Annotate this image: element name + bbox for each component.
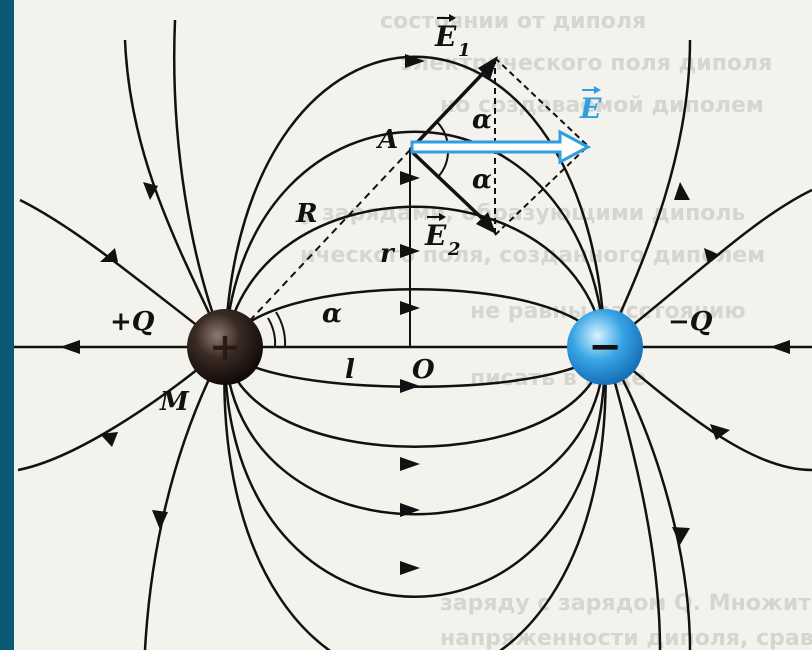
bg-text-line: состоянии от диполя: [380, 9, 646, 34]
label-alpha-charge: α: [322, 299, 342, 329]
E2-vector-bar-tip: [439, 213, 446, 221]
bg-text-line: заряду с зарядом Q. Множитель: [440, 591, 812, 616]
label-minus-Q: −Q: [668, 307, 713, 337]
vector-E1-head: [478, 56, 498, 80]
field-line-upper-2: [223, 130, 607, 348]
vector-E2-head: [476, 212, 496, 234]
label-E2-sub: 2: [447, 239, 461, 260]
label-E-resultant: E: [579, 92, 602, 125]
outer-line-neg-4: [603, 346, 692, 650]
arrowhead-outer: [672, 527, 690, 545]
field-line-upper-3: [223, 205, 607, 348]
label-E2: E: [424, 219, 447, 252]
arrowhead-right: [400, 561, 420, 575]
field-line-lower-5: [223, 346, 607, 650]
arrowhead-right: [400, 457, 420, 471]
arrowhead-outer: [143, 182, 158, 200]
label-E1-sub: 1: [458, 40, 471, 61]
vector-E2-shaft: [408, 148, 488, 224]
arrowhead-outer: [704, 248, 720, 264]
bg-text-line: ического поля, созданного диполем: [300, 243, 765, 268]
bg-text-line: у зарядами, образующими диполь: [300, 201, 745, 226]
label-l: l: [345, 355, 355, 385]
dashed-parallelogram-2: [494, 145, 589, 236]
E1-vector-bar-tip: [449, 14, 456, 22]
label-alpha-bottom: α: [472, 165, 492, 195]
outer-line-neg-1: [603, 39, 692, 348]
bg-text-line: электрического поля диполя: [400, 51, 772, 76]
label-r: r: [380, 239, 396, 269]
outer-line-pos-3: [172, 19, 227, 348]
arrowhead-left: [770, 340, 790, 354]
arrowhead-outer: [710, 424, 730, 440]
label-O: O: [412, 355, 435, 385]
label-alpha-top: α: [472, 105, 492, 135]
label-plus-Q: +Q: [110, 307, 155, 337]
arrowhead-outer: [100, 432, 118, 447]
dashed-R: [224, 149, 411, 348]
arrowhead-left: [60, 340, 80, 354]
label-A: A: [375, 125, 398, 155]
outer-line-pos-5: [143, 346, 227, 650]
diagram-labels: E 1 E 2 E A R r α α α +Q −Q l O M: [110, 14, 713, 417]
bg-text-line: но создаваемой диполем: [440, 93, 764, 118]
resultant-vector-E: [410, 129, 592, 165]
field-line-upper-4: [223, 288, 607, 348]
field-line-upper-1: [223, 55, 607, 348]
dipole-field-diagram: состоянии от диполя электрического поля …: [14, 9, 812, 650]
arrowhead-right: [400, 503, 420, 517]
label-M: M: [159, 387, 190, 417]
negative-charge-sphere: [567, 309, 643, 385]
negative-charge: −: [567, 309, 643, 385]
angle-arc-charge: [267, 317, 277, 348]
vector-E1-shaft: [408, 66, 490, 152]
background-text: состоянии от диполя электрического поля …: [300, 9, 812, 650]
minus-sign: −: [588, 324, 622, 370]
field-line-lower-4: [223, 346, 607, 598]
arrowhead-outer: [100, 248, 118, 262]
dashed-parallelogram-1: [494, 57, 589, 147]
E-vector-bar-tip: [594, 86, 601, 94]
label-R: R: [295, 199, 318, 229]
label-E1: E: [434, 20, 457, 53]
arrowhead-right: [405, 54, 425, 68]
outer-line-neg-5: [603, 346, 662, 650]
textbook-page: состоянии от диполя электрического поля …: [14, 0, 812, 650]
bg-text-line: напряженности диполя, сравнение с: [440, 626, 812, 650]
outer-line-pos-1: [123, 39, 227, 348]
positive-charge-sphere: [187, 309, 263, 385]
angle-arc-charge-2: [275, 311, 287, 348]
component-vectors: [408, 56, 498, 234]
arrowhead-right: [400, 379, 420, 393]
arrowhead-outer: [152, 510, 168, 530]
positive-charge: +: [187, 309, 263, 385]
field-arrowheads: [60, 54, 790, 575]
angle-arc-bottom: [436, 149, 450, 179]
field-line-lower-3: [223, 346, 607, 516]
field-line-lower-2: [223, 346, 607, 448]
arrowhead-outer: [674, 182, 690, 200]
plus-sign: +: [209, 325, 241, 369]
